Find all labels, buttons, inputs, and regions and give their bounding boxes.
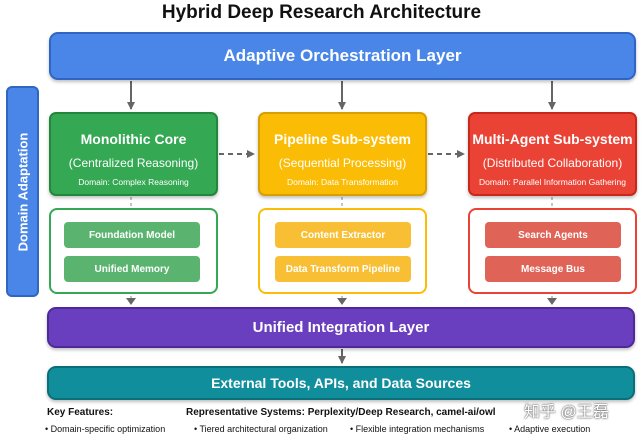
feature-item: • Domain-specific optimization <box>45 424 166 434</box>
feature-item: • Tiered architectural organization <box>194 424 328 434</box>
system-name: Monolithic Core <box>80 131 187 147</box>
system-domain: Domain: Data Transformation <box>286 177 399 187</box>
multi-agent-subsystem-box: Multi-Agent Sub-system (Distributed Coll… <box>468 112 637 196</box>
system-name: Multi-Agent Sub-system <box>472 131 633 147</box>
system-domain: Domain: Complex Reasoning <box>78 177 189 187</box>
integration-label: Unified Integration Layer <box>252 319 430 336</box>
feature-item: • Adaptive execution <box>509 424 591 434</box>
domain-adaptation-label: Domain Adaptation <box>15 132 30 251</box>
watermark: 知乎 @王磊 <box>524 404 609 421</box>
orchestration-label: Adaptive Orchestration Layer <box>223 46 462 65</box>
arrowhead-multi-integ <box>547 298 557 305</box>
domain-adaptation-bar: Domain Adaptation <box>6 86 39 297</box>
component-content-extractor: Content Extractor <box>275 222 411 248</box>
orchestration-layer: Adaptive Orchestration Layer <box>49 32 636 80</box>
integration-layer: Unified Integration Layer <box>47 307 635 348</box>
external-label: External Tools, APIs, and Data Sources <box>211 375 471 391</box>
system-name: Pipeline Sub-system <box>274 131 411 147</box>
component-foundation-model: Foundation Model <box>64 222 200 248</box>
system-subtitle: (Sequential Processing) <box>278 156 407 170</box>
arrowhead-mono-integ <box>126 298 136 305</box>
component-unified-memory: Unified Memory <box>64 256 200 282</box>
diagram-title: Hybrid Deep Research Architecture <box>161 2 482 23</box>
component-search-agents: Search Agents <box>485 222 621 248</box>
component-data-transform-pipeline: Data Transform Pipeline <box>275 256 411 282</box>
representative-systems: Representative Systems: Perplexity/Deep … <box>186 407 496 418</box>
external-tools-layer: External Tools, APIs, and Data Sources <box>47 366 635 400</box>
system-subtitle: (Distributed Collaboration) <box>482 156 623 170</box>
monolithic-core-box: Monolithic Core (Centralized Reasoning) … <box>49 112 218 196</box>
system-domain: Domain: Parallel Information Gathering <box>479 177 626 187</box>
pipeline-subsystem-box: Pipeline Sub-system (Sequential Processi… <box>258 112 427 196</box>
arrowhead-pipe-integ <box>337 298 347 305</box>
component-message-bus: Message Bus <box>485 256 621 282</box>
system-subtitle: (Centralized Reasoning) <box>68 156 199 170</box>
key-features-heading: Key Features: <box>47 407 114 418</box>
feature-item: • Flexible integration mechanisms <box>350 424 485 434</box>
